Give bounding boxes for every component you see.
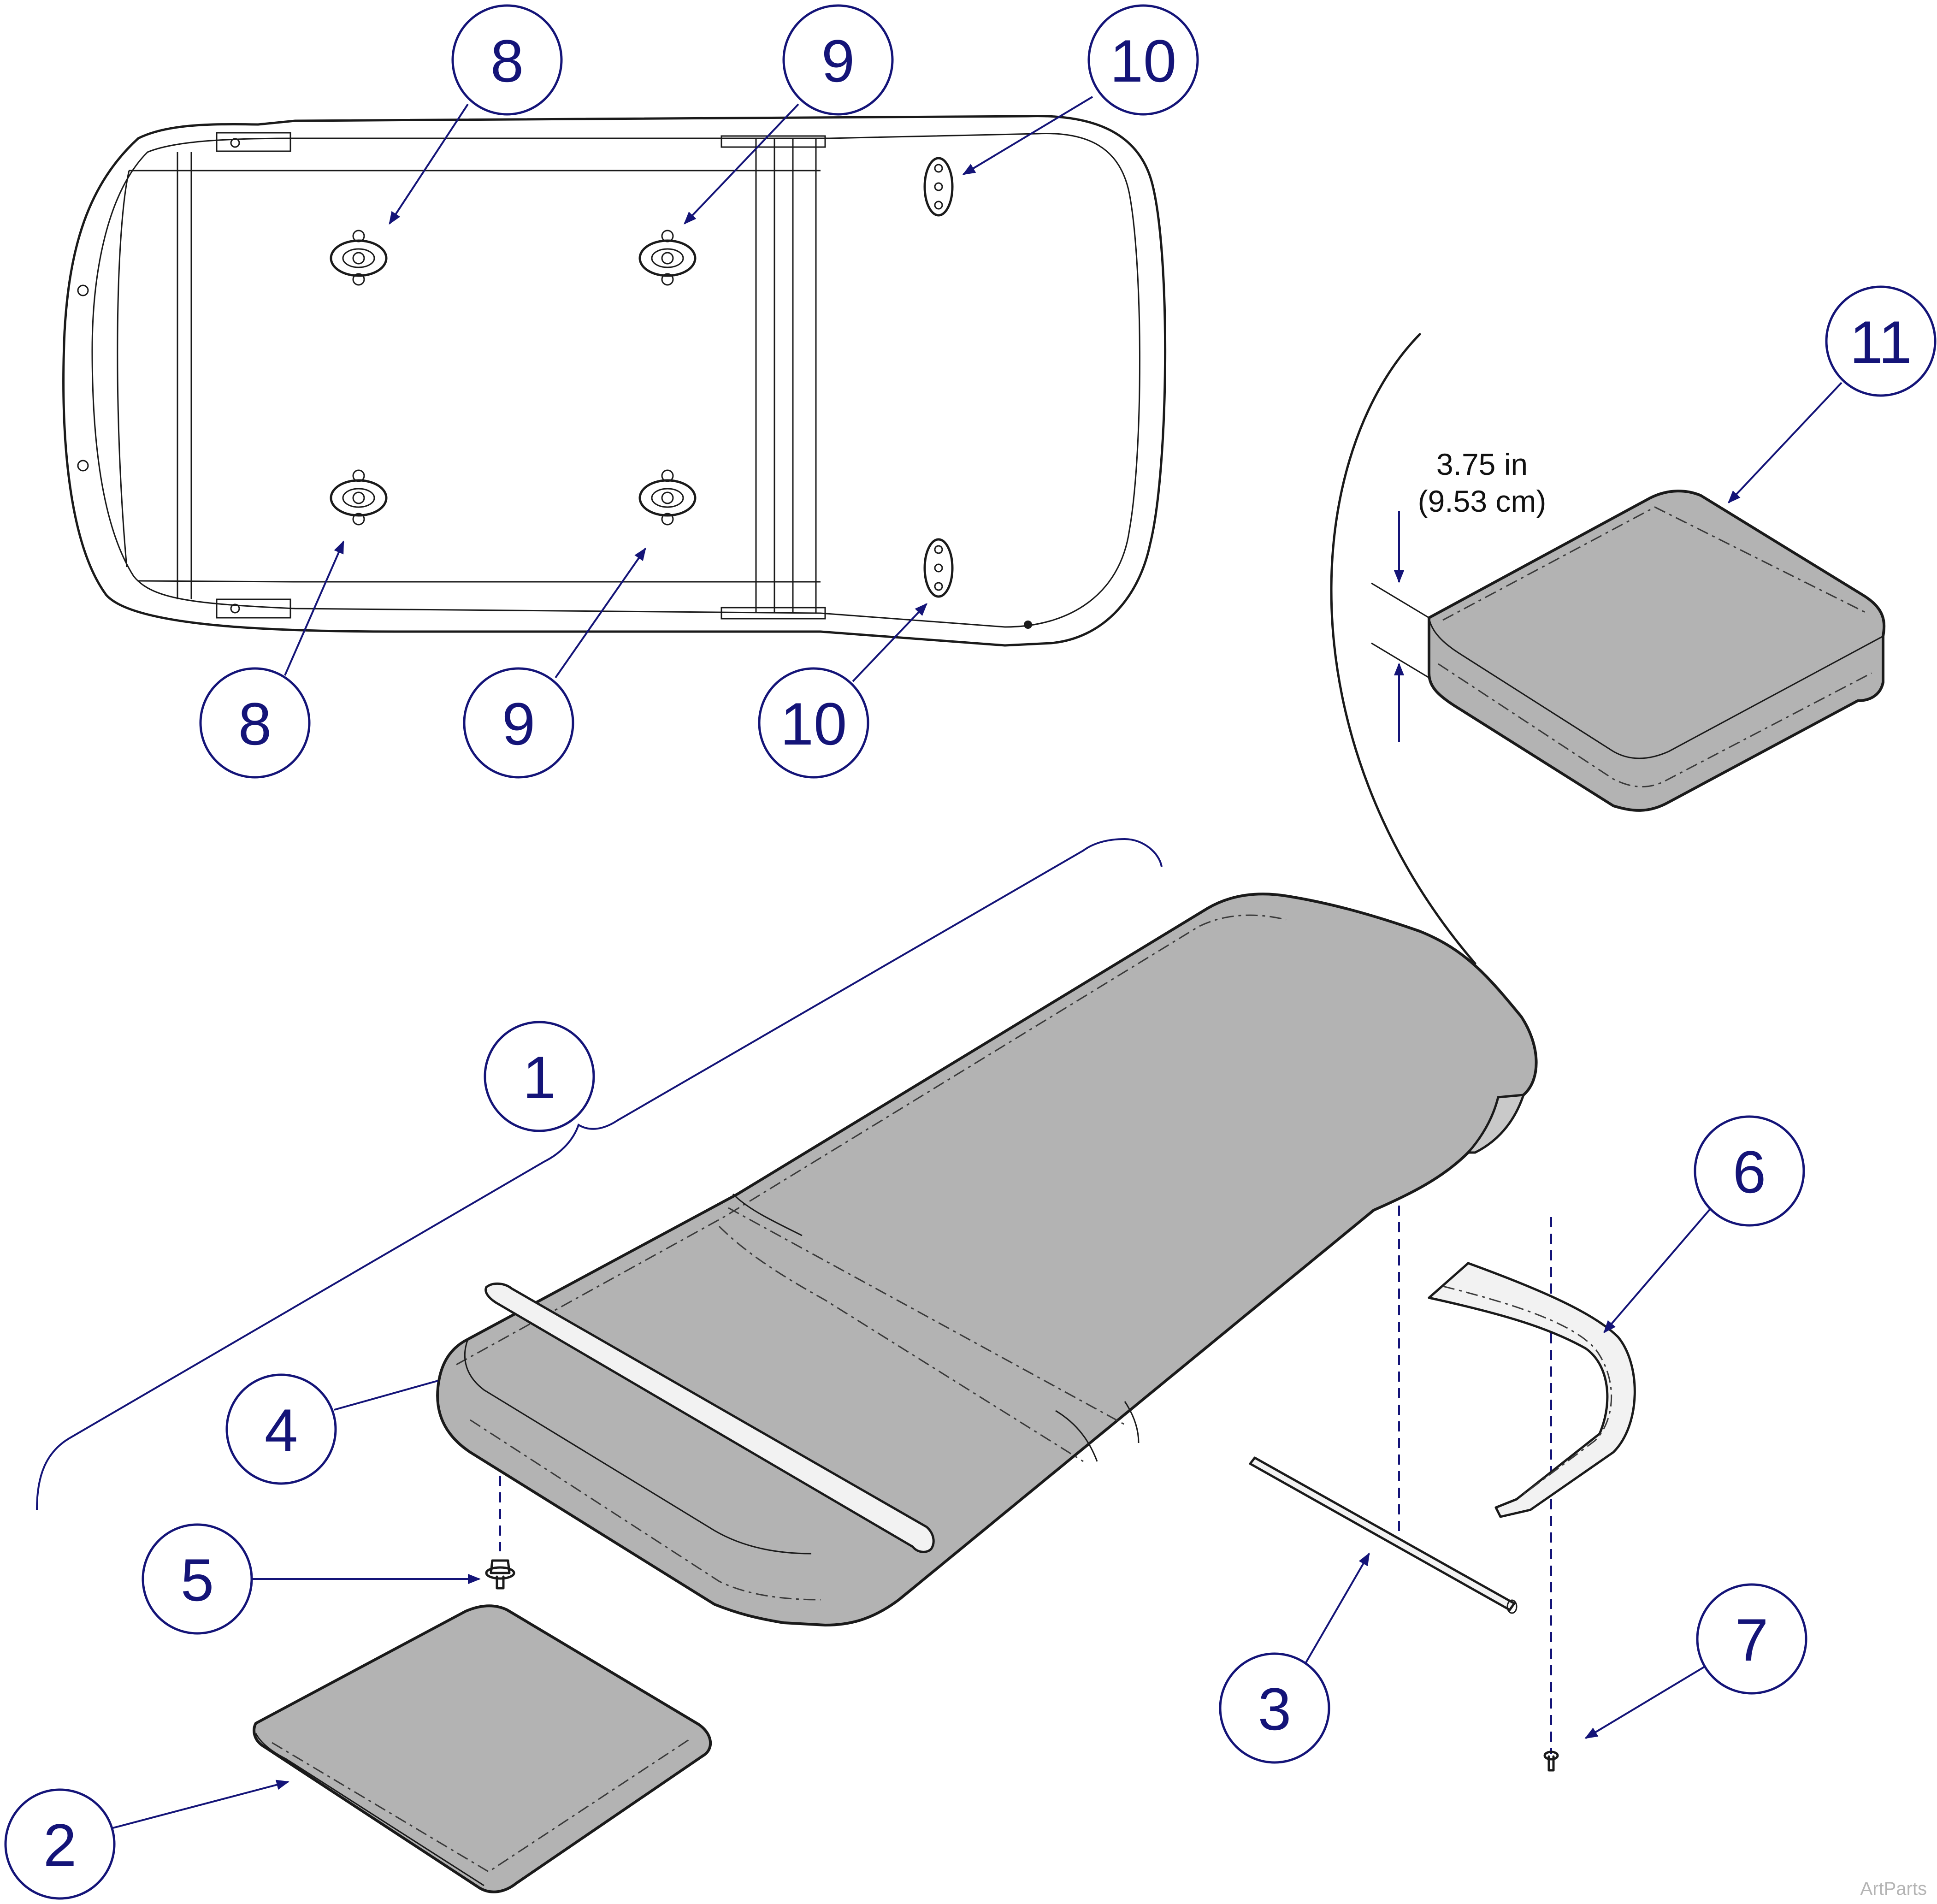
rod-3 — [1249, 1456, 1518, 1614]
fastener-5 — [485, 1559, 515, 1590]
svg-text:1: 1 — [523, 1044, 556, 1111]
callout-2: 2 — [4, 1788, 116, 1900]
callout-5: 5 — [142, 1523, 253, 1635]
callout-9-lower: 9 — [463, 667, 574, 779]
callout-1: 1 — [484, 1021, 595, 1132]
svg-text:4: 4 — [265, 1396, 298, 1464]
seat-pad-2 — [253, 1604, 712, 1893]
dimension-imperial: 3.75 in — [1436, 447, 1528, 481]
screw-7 — [1543, 1750, 1559, 1772]
watermark: ArtParts — [1860, 1879, 1927, 1899]
mounting-plate-10-upper — [923, 157, 954, 217]
callout-8-lower: 8 — [199, 667, 311, 779]
callout-10-upper: 10 — [1087, 4, 1199, 116]
seat-frame-top-view — [62, 115, 1167, 647]
callout-10-lower: 10 — [758, 667, 869, 779]
callout-9-upper: 9 — [782, 4, 894, 116]
seat-upholstery-4 — [436, 893, 1538, 1626]
svg-text:5: 5 — [181, 1546, 214, 1614]
mounting-bracket-8-upper — [330, 230, 388, 286]
callout-8-upper: 8 — [451, 4, 563, 116]
svg-text:3: 3 — [1258, 1675, 1291, 1743]
mounting-bracket-9-lower — [638, 469, 697, 526]
svg-text:8: 8 — [490, 27, 524, 95]
bracket-6 — [1428, 1262, 1636, 1518]
svg-text:2: 2 — [43, 1811, 77, 1879]
seat-cushion-assembly — [253, 893, 1636, 1893]
svg-text:9: 9 — [502, 690, 535, 757]
callout-4: 4 — [225, 1373, 337, 1485]
callout-leaders — [36, 96, 1843, 1829]
cushion-detail-11: 3.75 in (9.53 cm) — [1330, 333, 1886, 965]
callout-11: 11 — [1825, 285, 1937, 397]
svg-text:8: 8 — [238, 690, 272, 757]
svg-text:9: 9 — [821, 27, 855, 95]
svg-text:10: 10 — [780, 690, 847, 757]
svg-text:7: 7 — [1735, 1606, 1768, 1673]
svg-text:6: 6 — [1733, 1138, 1766, 1206]
callout-7: 7 — [1696, 1583, 1807, 1695]
callout-3: 3 — [1219, 1652, 1330, 1764]
svg-text:11: 11 — [1850, 308, 1912, 376]
seat-frame-trim-rod — [484, 1283, 935, 1553]
mounting-bracket-9-upper — [638, 230, 697, 286]
mounting-plate-10-lower — [923, 538, 954, 598]
dimension-metric: (9.53 cm) — [1418, 484, 1547, 518]
mounting-bracket-8-lower — [330, 469, 388, 526]
svg-text:10: 10 — [1110, 27, 1177, 95]
callout-6: 6 — [1694, 1115, 1805, 1227]
